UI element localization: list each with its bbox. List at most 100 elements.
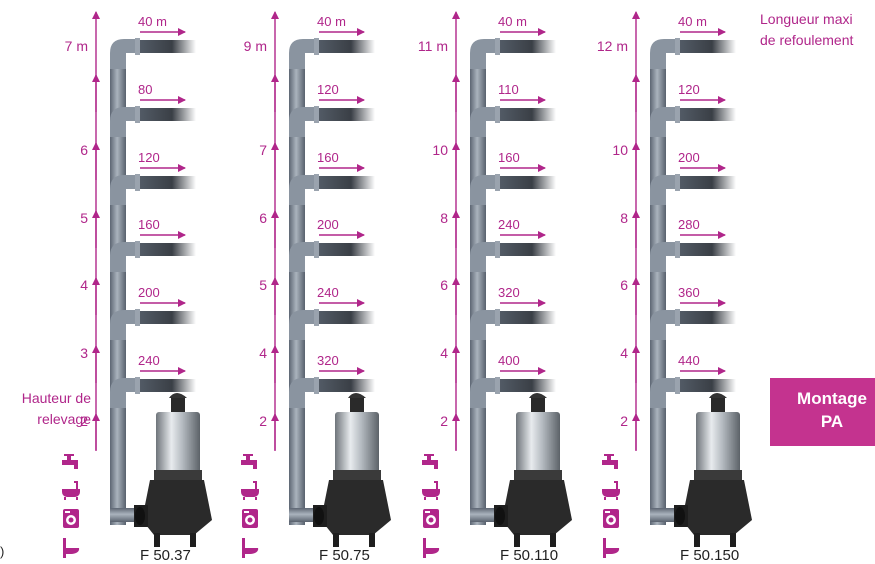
height-label: 2 bbox=[620, 413, 628, 429]
outlet-pipe bbox=[496, 243, 556, 256]
length-label: 160 bbox=[498, 150, 520, 165]
washing-machine-icon bbox=[423, 509, 439, 528]
outlet-pipe bbox=[315, 108, 375, 121]
pipe-elbow bbox=[470, 107, 498, 137]
length-label: 120 bbox=[138, 150, 160, 165]
length-label: 120 bbox=[678, 82, 700, 97]
height-label: 10 bbox=[612, 142, 628, 158]
height-label: 4 bbox=[80, 277, 88, 293]
height-label: 4 bbox=[440, 345, 448, 361]
length-label: 40 m bbox=[138, 14, 167, 29]
pipe-elbow bbox=[650, 39, 678, 69]
pump-model-label: F 50.110 bbox=[500, 547, 558, 564]
outlet-pipe bbox=[315, 311, 375, 324]
pipe-elbow bbox=[110, 310, 138, 340]
height-label: 11 m bbox=[418, 38, 448, 54]
height-label: 8 bbox=[620, 210, 628, 226]
pipe-elbow bbox=[289, 107, 317, 137]
pipe-elbow bbox=[470, 378, 498, 408]
toilet-icon bbox=[63, 538, 80, 558]
outlet-pipe bbox=[136, 176, 196, 189]
length-label: 110 bbox=[498, 82, 519, 97]
pipe-elbow bbox=[110, 378, 138, 408]
outlet-pipe bbox=[676, 108, 736, 121]
height-label: 2 bbox=[259, 413, 267, 429]
length-label: 240 bbox=[498, 217, 520, 232]
height-label: 6 bbox=[259, 210, 267, 226]
length-label: 280 bbox=[678, 217, 700, 232]
toilet-icon bbox=[603, 538, 620, 558]
pipe-elbow bbox=[470, 310, 498, 340]
outlet-pipe bbox=[136, 40, 196, 53]
height-label: 6 bbox=[620, 277, 628, 293]
legend-height-line2: relevage bbox=[37, 411, 91, 427]
montage-badge: Montage PA bbox=[770, 378, 875, 446]
pipe-elbow bbox=[289, 175, 317, 205]
outlet-pipe bbox=[136, 243, 196, 256]
length-label: 160 bbox=[317, 150, 339, 165]
pipe-elbow bbox=[110, 242, 138, 272]
outlet-pipe bbox=[676, 176, 736, 189]
faucet-icon bbox=[422, 454, 438, 469]
edge-mark: ) bbox=[0, 544, 4, 559]
outlet-pipe bbox=[496, 176, 556, 189]
outlet-pipe bbox=[136, 108, 196, 121]
height-label: 9 m bbox=[244, 38, 267, 54]
outlet-pipe bbox=[315, 176, 375, 189]
pipe-elbow bbox=[470, 39, 498, 69]
pump bbox=[674, 393, 752, 547]
faucet-icon bbox=[602, 454, 618, 469]
pumps-layer: 40 m 7 m 80 6 120 5 160 4 200 3 240 2 F 50.37 40 m 9 m… bbox=[62, 11, 752, 564]
outlet-pipe bbox=[496, 40, 556, 53]
pipe-elbow bbox=[110, 107, 138, 137]
length-label: 200 bbox=[678, 150, 700, 165]
pipe-elbow bbox=[470, 242, 498, 272]
height-label: 4 bbox=[259, 345, 267, 361]
pipe-elbow bbox=[650, 107, 678, 137]
legend-length-line2: de refoulement bbox=[760, 32, 854, 48]
outlet-pipe bbox=[315, 243, 375, 256]
length-label: 320 bbox=[317, 353, 339, 368]
bathtub-icon bbox=[422, 481, 440, 500]
height-label: 3 bbox=[80, 345, 88, 361]
height-label: 7 m bbox=[65, 38, 88, 54]
outlet-pipe bbox=[676, 243, 736, 256]
height-label: 12 m bbox=[597, 38, 628, 54]
pipe-elbow bbox=[289, 378, 317, 408]
toilet-icon bbox=[242, 538, 259, 558]
length-label: 80 bbox=[138, 82, 152, 97]
height-label: 6 bbox=[440, 277, 448, 293]
length-label: 40 m bbox=[498, 14, 527, 29]
height-label: 5 bbox=[259, 277, 267, 293]
length-label: 200 bbox=[138, 285, 160, 300]
bathtub-icon bbox=[241, 481, 259, 500]
pipe-elbow bbox=[650, 175, 678, 205]
faucet-icon bbox=[241, 454, 257, 469]
bathtub-icon bbox=[62, 481, 80, 500]
length-label: 240 bbox=[317, 285, 339, 300]
length-label: 160 bbox=[138, 217, 160, 232]
length-label: 400 bbox=[498, 353, 520, 368]
bathtub-icon bbox=[602, 481, 620, 500]
pipe-elbow bbox=[470, 175, 498, 205]
pipe-elbow bbox=[289, 39, 317, 69]
length-label: 440 bbox=[678, 353, 700, 368]
badge-line2: PA bbox=[821, 412, 843, 431]
outlet-pipe bbox=[496, 311, 556, 324]
pump bbox=[313, 393, 391, 547]
outlet-pipe bbox=[496, 379, 556, 392]
outlet-pipe bbox=[496, 108, 556, 121]
length-label: 40 m bbox=[317, 14, 346, 29]
pump-model-label: F 50.37 bbox=[140, 547, 191, 564]
washing-machine-icon bbox=[603, 509, 619, 528]
pipe-elbow bbox=[110, 175, 138, 205]
height-label: 5 bbox=[80, 210, 88, 226]
height-label: 8 bbox=[440, 210, 448, 226]
legend-height-line1: Hauteur de bbox=[22, 390, 91, 406]
length-label: 200 bbox=[317, 217, 339, 232]
length-label: 240 bbox=[138, 353, 160, 368]
